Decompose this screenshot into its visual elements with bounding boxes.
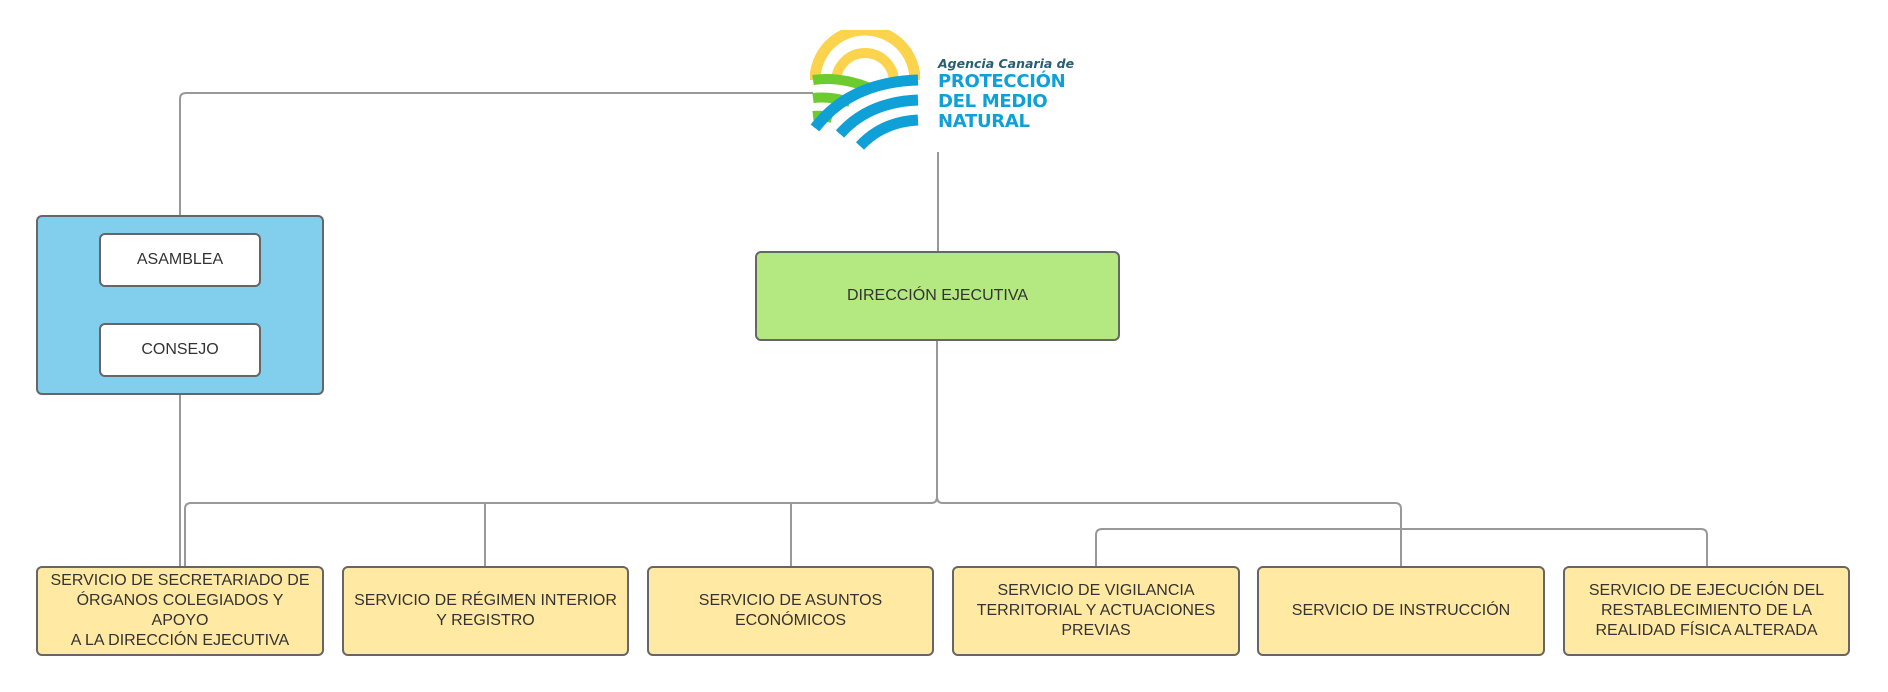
- logo-title-line-1: PROTECCIÓN: [938, 71, 1066, 92]
- connector-service-4-6: [1095, 528, 1708, 566]
- node-label: SERVICIO DE INSTRUCCIÓN: [1291, 602, 1511, 619]
- logo-title-line-3: NATURAL: [938, 111, 1030, 132]
- sun-over-fields-logo-icon: [810, 30, 920, 150]
- agency-logo-text: Agencia Canaria de PROTECCIÓN DEL MEDIO …: [938, 56, 1074, 132]
- node-label: SERVICIO DE VIGILANCIA TERRITORIAL Y ACT…: [976, 582, 1216, 639]
- connector-logo-governance: [179, 92, 813, 215]
- node-label: SERVICIO DE EJECUCIÓN DEL RESTABLECIMIEN…: [1588, 582, 1825, 639]
- node-label: SERVICIO DE RÉGIMEN INTERIOR Y REGISTRO: [354, 592, 617, 629]
- node-service-vigilancia[interactable]: SERVICIO DE VIGILANCIA TERRITORIAL Y ACT…: [952, 566, 1240, 656]
- node-service-secretariado[interactable]: SERVICIO DE SECRETARIADO DE ÓRGANOS COLE…: [36, 566, 324, 656]
- node-direccion-ejecutiva[interactable]: DIRECCIÓN EJECUTIVA: [755, 251, 1120, 341]
- node-label: DIRECCIÓN EJECUTIVA: [846, 287, 1029, 304]
- node-label: ASAMBLEA: [136, 251, 224, 268]
- connector-executive-right: [936, 496, 1402, 566]
- node-label: CONSEJO: [141, 341, 219, 358]
- logo-title-line-2: DEL MEDIO: [938, 91, 1048, 112]
- node-label: SERVICIO DE ASUNTOS ECONÓMICOS: [698, 592, 883, 629]
- logo-agency-line: Agencia Canaria de: [938, 56, 1075, 71]
- node-label: SERVICIO DE SECRETARIADO DE ÓRGANOS COLE…: [50, 572, 310, 649]
- node-service-ejecucion[interactable]: SERVICIO DE EJECUCIÓN DEL RESTABLECIMIEN…: [1563, 566, 1850, 656]
- node-service-instruccion[interactable]: SERVICIO DE INSTRUCCIÓN: [1257, 566, 1545, 656]
- node-service-asuntos-economicos[interactable]: SERVICIO DE ASUNTOS ECONÓMICOS: [647, 566, 934, 656]
- node-service-regimen-interior[interactable]: SERVICIO DE RÉGIMEN INTERIOR Y REGISTRO: [342, 566, 629, 656]
- node-asamblea[interactable]: ASAMBLEA: [99, 233, 261, 287]
- node-consejo[interactable]: CONSEJO: [99, 323, 261, 377]
